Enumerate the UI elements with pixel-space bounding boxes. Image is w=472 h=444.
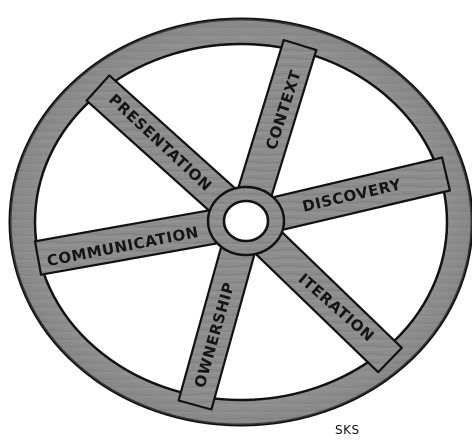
wheel-hub	[208, 187, 284, 255]
artist-signature: SKS	[335, 423, 360, 437]
hub-hole	[224, 201, 268, 241]
